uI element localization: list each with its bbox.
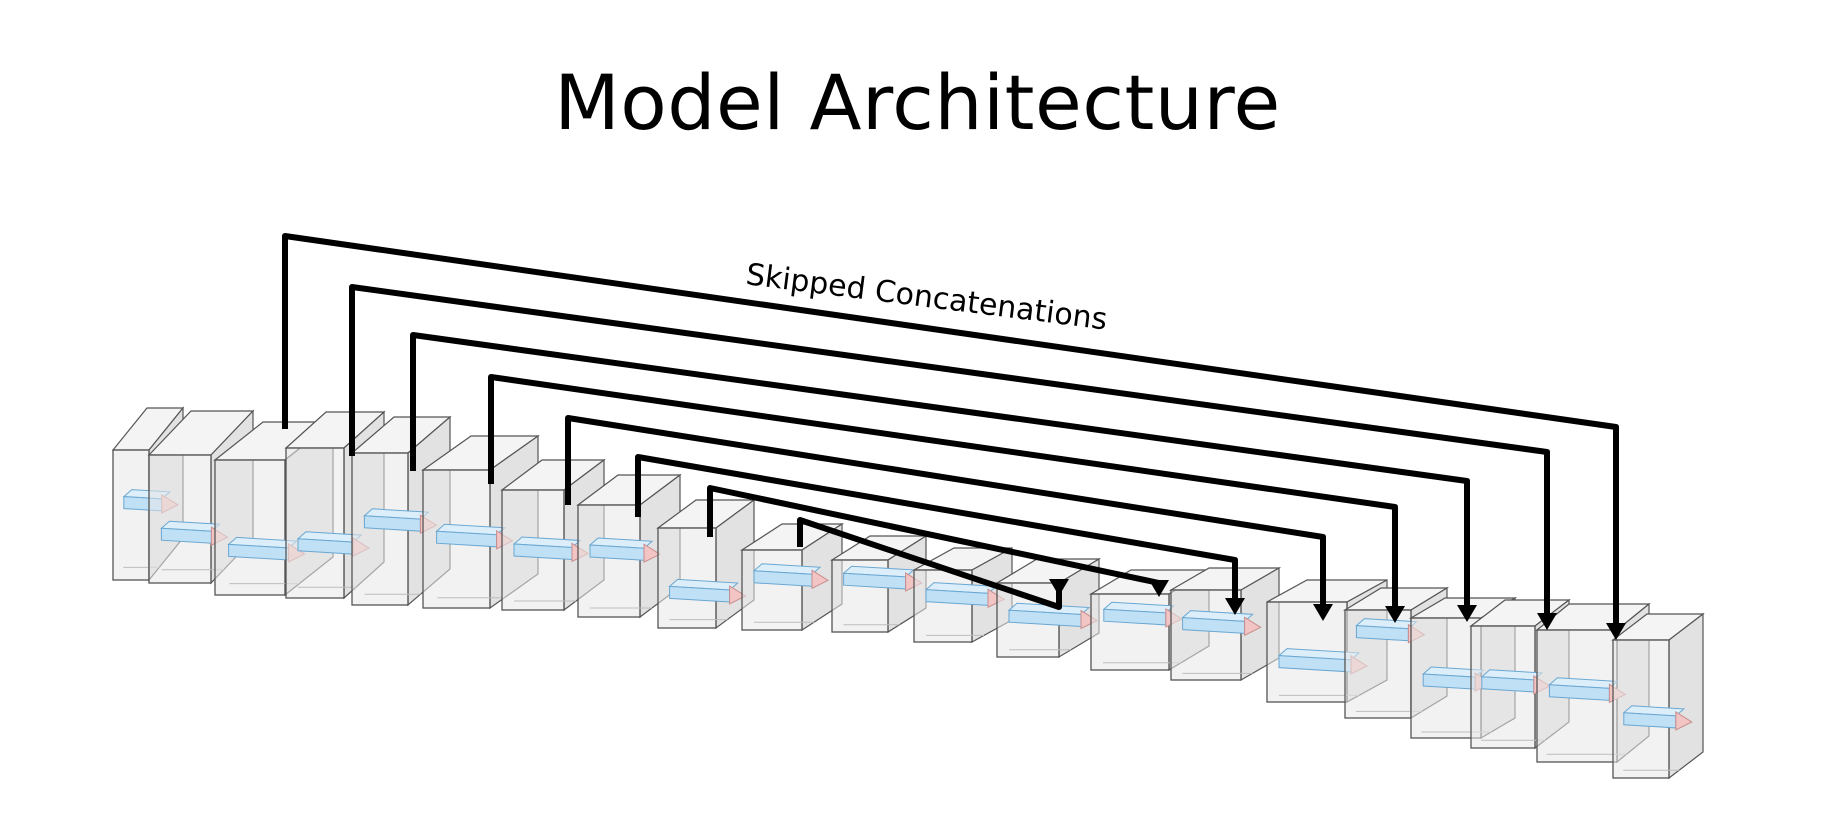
feature-bar: [589, 544, 645, 561]
layer-block: [1168, 566, 1282, 682]
connector-line: [707, 485, 1160, 586]
block-front-face: [741, 549, 803, 631]
layer-block: [994, 557, 1102, 659]
skip-connection: [797, 517, 1069, 610]
connector-arrowhead: [1149, 580, 1169, 597]
feature-arrow-tip: [987, 588, 1006, 609]
page-title: Model Architecture: [554, 58, 1281, 147]
block-front-face: [577, 504, 641, 618]
feature-bar: [160, 527, 212, 544]
skip-connection: [565, 415, 1333, 621]
skip-connection: [282, 233, 1626, 640]
block-front-face: [913, 569, 973, 643]
layer-blocks: [111, 406, 1705, 780]
connector-arrowhead: [1225, 598, 1245, 615]
feature-arrow-tip: [643, 543, 662, 564]
block-front-face: [657, 527, 717, 629]
block-front-face: [112, 449, 150, 581]
feature-arrow-tip: [1244, 616, 1262, 637]
block-front-face: [148, 454, 212, 584]
connector-arrowhead: [1049, 579, 1069, 596]
skip-connection: [349, 284, 1557, 630]
skip-connection: [410, 332, 1477, 622]
layer-block: [656, 498, 756, 630]
skip-connection: [635, 454, 1245, 615]
connector-line: [282, 233, 1619, 626]
block-front-face: [285, 447, 345, 599]
feature-arrow-tip: [811, 569, 830, 590]
layer-block: [739, 522, 845, 632]
feature-bar: [1355, 625, 1409, 642]
feature-arrow-tip: [1080, 609, 1099, 630]
feature-bar: [1481, 676, 1535, 693]
layer-block: [1611, 612, 1705, 780]
feature-bar: [1623, 712, 1677, 729]
connector-arrowhead: [1537, 613, 1557, 630]
connector-arrowhead: [1313, 604, 1333, 621]
connector-line: [410, 332, 1470, 608]
connector-line: [565, 415, 1326, 607]
feature-arrow-tip: [1675, 711, 1693, 731]
connector-arrowhead: [1457, 605, 1477, 622]
skip-connections: [282, 233, 1626, 640]
connector-line: [488, 374, 1398, 609]
connector-line: [635, 454, 1238, 601]
block-side-face: [1668, 612, 1704, 780]
connector-arrowhead: [1606, 623, 1626, 640]
connector-line: [349, 284, 1550, 616]
skip-connection: [488, 374, 1405, 623]
skip-connection: [707, 485, 1169, 597]
block-front-face: [214, 459, 286, 596]
layer-block: [829, 534, 929, 634]
feature-bar: [1422, 673, 1476, 690]
connector-arrowhead: [1385, 606, 1405, 623]
feature-arrow-tip: [729, 585, 747, 605]
